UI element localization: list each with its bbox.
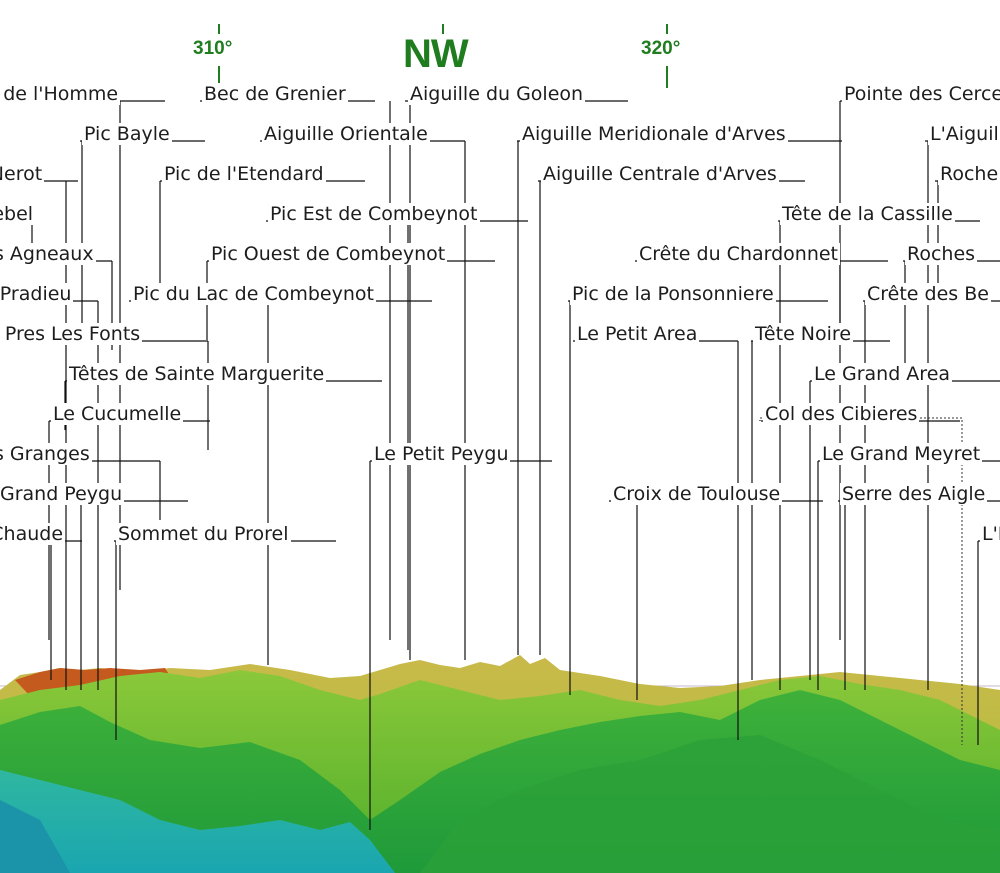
peak-label: Aiguille Orientale <box>262 123 430 145</box>
bearing-310-label: 310° <box>193 38 233 59</box>
peak-label: Aiguille du Goleon <box>408 83 586 105</box>
peak-label: Aiguille Centrale d'Arves <box>541 163 779 185</box>
peak-label: Bec de Grenier <box>202 83 348 105</box>
peak-label: Les Granges <box>0 443 92 465</box>
peak-label: Pic Ouest de Combeynot <box>209 243 448 265</box>
peak-label: Les Pres Les Fonts <box>0 323 143 345</box>
peak-label: Pointe des Cerces <box>842 83 1000 105</box>
peak-label: Têtes de Sainte Marguerite <box>67 363 327 385</box>
peak-label: Le Grand Meyret <box>820 443 983 465</box>
peak-label: Pic Est de Combeynot <box>268 203 480 225</box>
peak-label: Les Agneaux <box>0 243 96 265</box>
dotted-bracket <box>760 417 963 745</box>
peak-label: Serre des Aigle <box>840 483 988 505</box>
peak-label: Pic de l'Etendard <box>162 163 326 185</box>
bearing-320-label: 320° <box>641 38 681 59</box>
peak-label: Le Cucumelle <box>51 403 184 425</box>
peak-label: Le Grand Area <box>812 363 953 385</box>
peak-label: Aiguille Meridionale d'Arves <box>520 123 788 145</box>
peak-label: L'E <box>980 523 1000 545</box>
peak-label: Pic Bayle <box>82 123 172 145</box>
peak-label: Col des Cibieres <box>763 403 920 425</box>
peak-label: Croix de Toulouse <box>611 483 783 505</box>
terrain-foreground-dark <box>0 800 70 873</box>
peak-label: Crête du Chardonnet <box>637 243 841 265</box>
peak-label: Sommet du Prorel <box>116 523 291 545</box>
cardinal-nw-label: NW <box>403 32 469 76</box>
peak-label: Roches <box>905 243 978 265</box>
peak-label: Tête Noire <box>753 323 854 345</box>
peak-label: Le Grand Peygu <box>0 483 125 505</box>
peak-label: Pic Pradieu <box>0 283 74 305</box>
peak-label: Le Rebel <box>0 203 36 225</box>
terrain-near-shade <box>420 735 1000 873</box>
peak-label: Le Petit Area <box>575 323 700 345</box>
terrain-foreground <box>0 770 395 873</box>
peak-label: La Chaude <box>0 523 66 545</box>
peak-label: Bec de l'Homme <box>0 83 121 105</box>
peak-label: Le Petit Peygu <box>372 443 511 465</box>
peak-label: Roche <box>938 163 1000 185</box>
peak-label: L'Aiguillette <box>928 123 1000 145</box>
peak-label: Pic du Lac de Combeynot <box>131 283 376 305</box>
peak-label: Pic Nerot <box>0 163 45 185</box>
peak-label: Pic de la Ponsonniere <box>570 283 776 305</box>
peak-label: Crête des Be <box>865 283 991 305</box>
peak-label: Tête de la Cassille <box>780 203 955 225</box>
